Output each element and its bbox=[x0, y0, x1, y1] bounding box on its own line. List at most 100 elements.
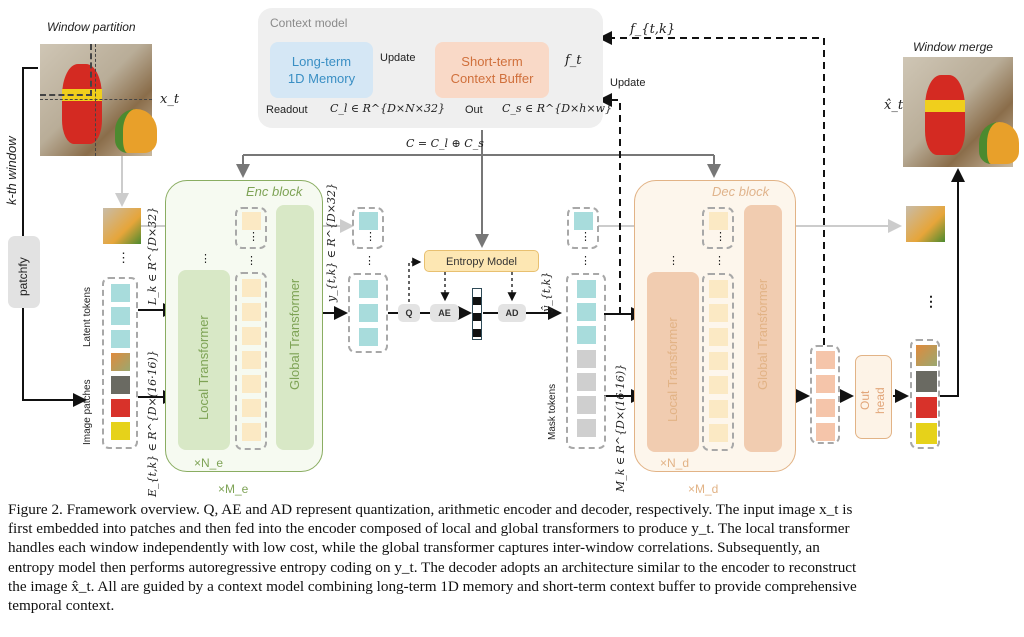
y-token bbox=[359, 280, 378, 298]
arithmetic-encoder-op: AE bbox=[430, 304, 459, 322]
yhat-token bbox=[577, 326, 596, 344]
patchfy-to-patches-wire bbox=[22, 308, 87, 407]
output-symbol: x̂_t bbox=[884, 98, 904, 113]
parrot-green bbox=[979, 122, 1019, 164]
ellipsis: ⋮ bbox=[580, 231, 591, 243]
token bbox=[709, 400, 728, 418]
output-patch bbox=[916, 345, 937, 366]
token bbox=[242, 399, 261, 417]
parrot-green bbox=[115, 109, 157, 153]
ellipsis: ⋮ bbox=[117, 250, 130, 265]
long-term-memory-block: Long-term 1D Memory bbox=[270, 42, 373, 98]
window-merge-label: Window merge bbox=[913, 40, 993, 54]
window-thumbnail-input bbox=[103, 208, 141, 244]
quantize-op: Q bbox=[398, 304, 420, 322]
encoder-global-transformer bbox=[276, 205, 314, 450]
token bbox=[709, 352, 728, 370]
short-term-line1: Short-term bbox=[461, 54, 523, 69]
yhat-math: ŷ_{t,k} bbox=[540, 271, 553, 312]
entropy-model-block: Entropy Model bbox=[424, 250, 539, 272]
output-token bbox=[816, 351, 835, 369]
parrot-red bbox=[925, 75, 965, 155]
output-token bbox=[816, 375, 835, 393]
input-symbol: x_t bbox=[160, 92, 180, 107]
readout-label: Readout bbox=[266, 104, 308, 116]
kth-window-label: k-th window bbox=[4, 136, 19, 205]
caption-line: the image x̂_t. All are guided by a cont… bbox=[8, 577, 857, 595]
patchfy-label: patchfy bbox=[16, 257, 30, 296]
ellipsis: ⋮ bbox=[715, 231, 726, 243]
readout-math: C_l ∈ R^{D×N×32} bbox=[330, 102, 445, 115]
image-patch bbox=[111, 422, 130, 440]
y-math: y_{t,k} ∈ R^{D×32} bbox=[325, 183, 338, 302]
ellipsis: ⋮ bbox=[714, 255, 725, 267]
ellipsis: ⋮ bbox=[668, 255, 679, 267]
yhat-token bbox=[574, 212, 593, 230]
token bbox=[242, 279, 261, 297]
encoder-global-label: Global Transformer bbox=[287, 278, 302, 390]
decoder-local-transformer bbox=[647, 272, 699, 452]
y-token bbox=[359, 212, 378, 230]
out-head-line2: head bbox=[873, 387, 887, 414]
f-tk-symbol: f_{t,k} bbox=[630, 22, 676, 37]
mask-tokens-label: Mask tokens bbox=[547, 383, 558, 440]
window-partition-label: Window partition bbox=[47, 20, 136, 34]
decoder-window-token-stack: ⋮ bbox=[702, 207, 734, 249]
window-token bbox=[242, 212, 261, 230]
encoder-window-token-stack: ⋮ bbox=[235, 207, 267, 249]
short-term-buffer-block: Short-term Context Buffer bbox=[435, 42, 549, 98]
token bbox=[242, 423, 261, 441]
window-thumbnail-output bbox=[906, 206, 945, 242]
out-head-line1: Out bbox=[858, 390, 872, 410]
short-term-line2: Context Buffer bbox=[450, 71, 534, 86]
kth-window-wire bbox=[22, 67, 38, 236]
decoder-repeat-inner: ×N_d bbox=[660, 456, 690, 470]
yhat-token bbox=[577, 280, 596, 298]
latent-tokens-label: Latent tokens bbox=[82, 286, 93, 347]
yhat-window-token-stack: ⋮ bbox=[567, 207, 599, 249]
decoder-local-label: Local Transformer bbox=[665, 317, 680, 422]
output-patch bbox=[916, 371, 937, 392]
encoder-local-label: Local Transformer bbox=[196, 315, 211, 420]
ellipsis: ⋮ bbox=[580, 255, 591, 267]
decoder-token-stack bbox=[702, 273, 734, 451]
ellipsis: ⋮ bbox=[364, 255, 375, 267]
y-token bbox=[359, 304, 378, 322]
token bbox=[709, 304, 728, 322]
token bbox=[709, 280, 728, 298]
image-patches-label: Image patches bbox=[82, 379, 93, 445]
out-math: C_s ∈ R^{D×h×w} bbox=[502, 102, 612, 115]
figure-caption: Figure 2. Framework overview. Q, AE and … bbox=[8, 500, 1013, 615]
latent-token bbox=[111, 330, 130, 348]
ellipsis: ⋮ bbox=[246, 255, 257, 267]
ellipsis: ⋮ bbox=[924, 293, 938, 309]
ellipsis: ⋮ bbox=[365, 231, 376, 243]
decoder-global-transformer bbox=[744, 205, 782, 452]
decoder-title: Dec block bbox=[712, 184, 770, 199]
y-window-token-stack: ⋮ bbox=[352, 207, 384, 249]
y-token bbox=[359, 328, 378, 346]
image-patch bbox=[111, 399, 130, 417]
combine-math: C = C_l ⊕ C_s bbox=[406, 137, 484, 150]
window-token bbox=[709, 212, 728, 230]
decoder-repeat-outer: ×M_d bbox=[688, 482, 719, 496]
image-patch bbox=[111, 353, 130, 371]
mask-token bbox=[577, 396, 596, 414]
encoder-token-stack bbox=[235, 272, 267, 450]
y-token-stack bbox=[348, 273, 388, 353]
output-token bbox=[816, 423, 835, 441]
out-head-block bbox=[855, 355, 892, 439]
partition-vline bbox=[95, 44, 96, 156]
context-model-title: Context model bbox=[270, 16, 348, 30]
token bbox=[242, 327, 261, 345]
decoder-output-token-stack bbox=[810, 345, 840, 444]
embed-math: E_{t,k} ∈ R^{D×(16·16)} bbox=[146, 350, 159, 497]
f-t-symbol: f_t bbox=[565, 53, 582, 68]
token bbox=[242, 351, 261, 369]
ellipsis: ⋮ bbox=[248, 231, 259, 243]
update-label: Update bbox=[380, 52, 416, 64]
output-image bbox=[903, 57, 1019, 167]
mask-math: M_k ∈ R^{D×(16·16)} bbox=[614, 363, 627, 492]
kth-window-partition bbox=[40, 44, 92, 96]
encoder-title: Enc block bbox=[246, 184, 303, 199]
